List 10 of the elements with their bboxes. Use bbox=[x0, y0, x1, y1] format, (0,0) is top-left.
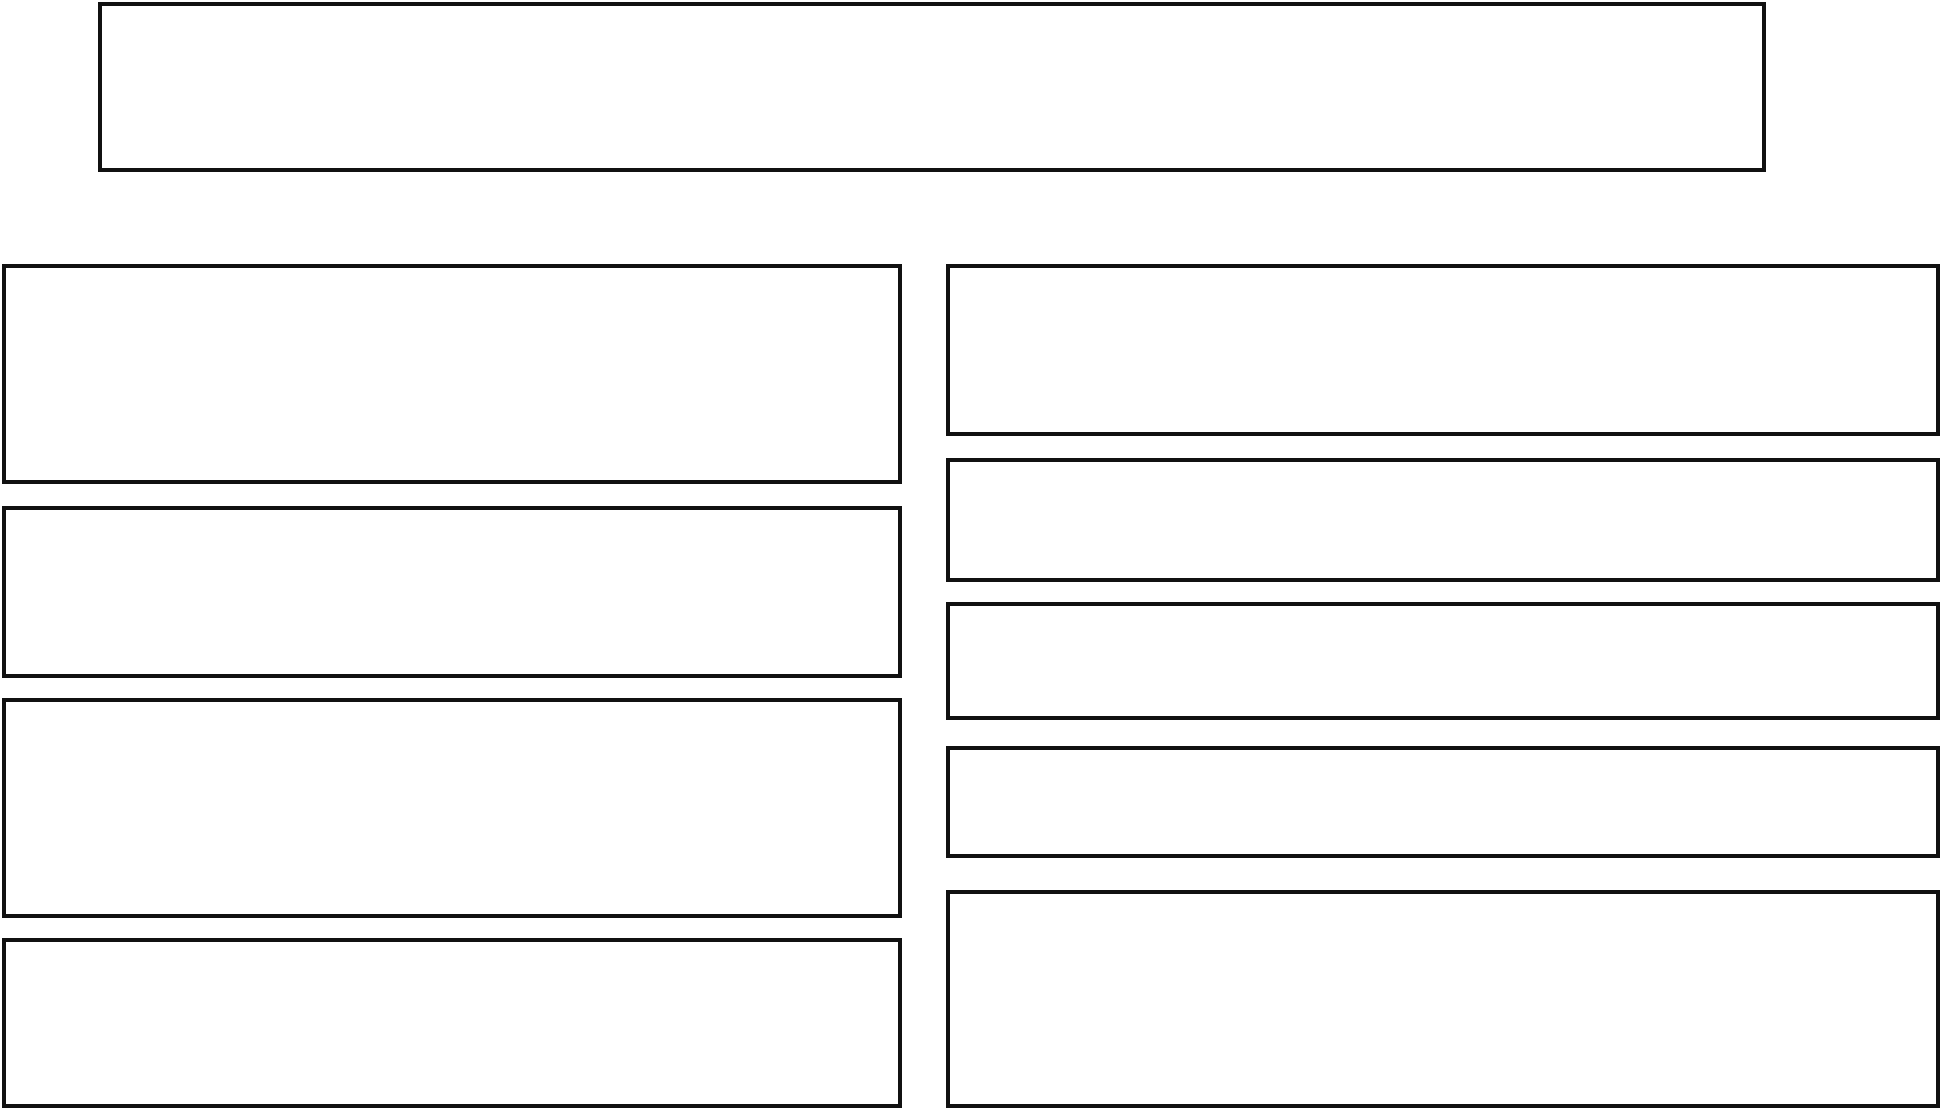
empty-box bbox=[2, 506, 902, 678]
empty-box bbox=[946, 264, 1940, 436]
empty-box bbox=[946, 458, 1940, 582]
empty-box bbox=[2, 938, 902, 1108]
empty-box bbox=[946, 602, 1940, 720]
empty-box bbox=[946, 746, 1940, 858]
empty-box bbox=[946, 890, 1940, 1108]
empty-box bbox=[2, 264, 902, 484]
empty-box bbox=[2, 698, 902, 918]
empty-box bbox=[98, 2, 1766, 172]
